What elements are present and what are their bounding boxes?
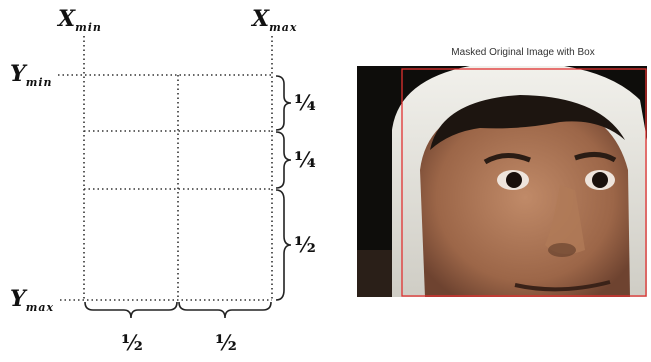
y-max-label: Ymax [10, 288, 54, 313]
row-fraction-3: ½ [294, 234, 316, 255]
y-max-sub: max [26, 301, 54, 314]
y-min-sub: min [26, 76, 53, 89]
x-min-sub: min [75, 21, 102, 34]
y-min-main: Y [10, 61, 26, 87]
x-min-main: X [58, 6, 75, 32]
x-max-label: Xmax [252, 8, 297, 33]
y-min-label: Ymin [10, 63, 53, 88]
row-braces [276, 76, 291, 300]
row-brace-3 [276, 190, 291, 300]
row-fraction-1: ¼ [294, 92, 316, 113]
row-fraction-2: ¼ [294, 149, 316, 170]
x-max-sub: max [269, 21, 297, 34]
x-min-label: Xmin [58, 8, 102, 33]
row-brace-2 [276, 132, 291, 188]
face-photo [357, 62, 647, 297]
row-brace-1 [276, 76, 291, 130]
col-fraction-1: ½ [121, 332, 143, 353]
y-max-main: Y [10, 286, 26, 312]
col-braces [85, 302, 271, 318]
photo-caption: Masked Original Image with Box [400, 47, 646, 58]
col-fraction-2: ½ [215, 332, 237, 353]
col-brace-1 [85, 302, 177, 318]
grid [58, 36, 272, 300]
x-max-main: X [252, 6, 269, 32]
col-brace-2 [179, 302, 271, 318]
